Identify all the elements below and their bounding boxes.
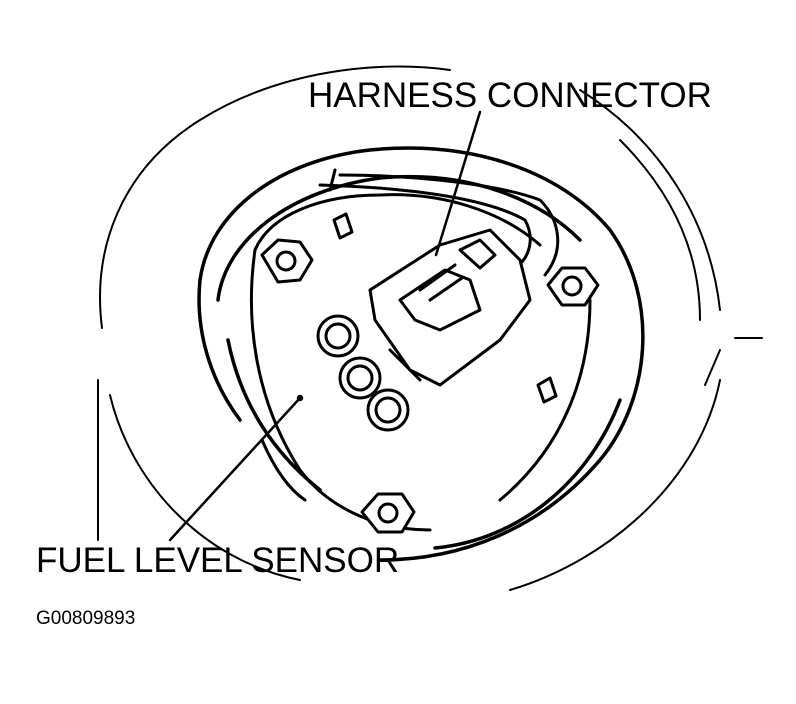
wire-fittings (316, 314, 410, 432)
harness-connector (368, 228, 532, 387)
studs (332, 212, 558, 404)
fuel-level-sensor-label: FUEL LEVEL SENSOR (36, 541, 400, 580)
harness-cable (318, 168, 560, 277)
tank-opening-outline (97, 65, 763, 591)
mounting-nuts (260, 238, 600, 534)
leader-lines (168, 110, 482, 542)
mounting-flange (197, 146, 645, 562)
figure-id: G00809893 (36, 608, 136, 629)
harness-connector-label: HARNESS CONNECTOR (308, 76, 712, 115)
